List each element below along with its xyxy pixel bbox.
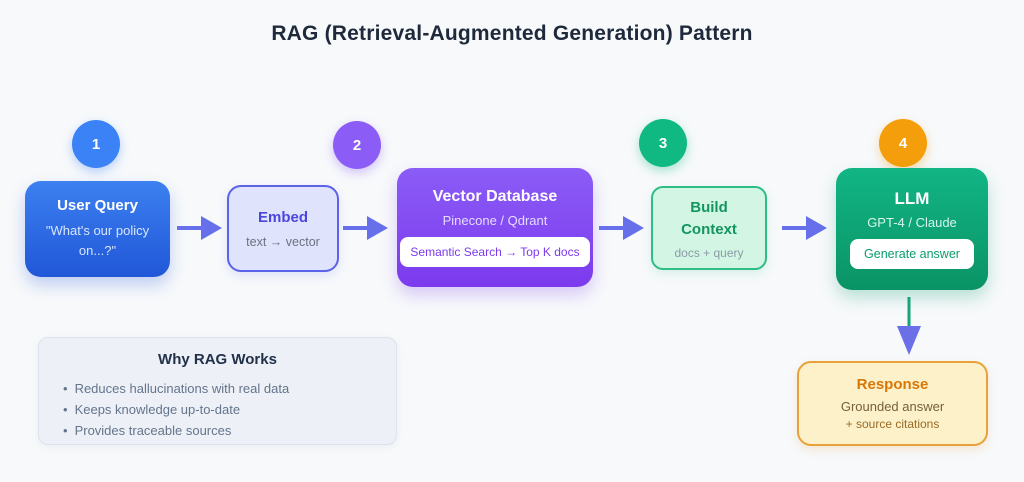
step-badge-1: 1 (72, 120, 120, 168)
generate-answer-badge: Generate answer (850, 239, 974, 269)
response-citations: + source citations (845, 417, 940, 431)
embed-subtitle: text → vector (246, 234, 320, 249)
response-subtitle: Grounded answer (840, 399, 945, 414)
llm-title: LLM (894, 189, 930, 208)
down-arrow (897, 297, 921, 355)
flow-arrow-1 (177, 216, 222, 240)
why-rag-works-title: Why RAG Works (158, 351, 277, 368)
node-embed: Embed text → vector (227, 185, 339, 272)
build-context-title: Build Context (681, 198, 737, 239)
node-user-query: User Query "What's our policy on...?" (25, 181, 170, 277)
why-bullet-1: Reduces hallucinations with real data (63, 379, 396, 400)
node-build-context: Build Context docs + query (651, 186, 767, 270)
node-response: Response Grounded answer + source citati… (797, 361, 988, 446)
node-llm: LLM GPT-4 / Claude Generate answer (836, 168, 988, 290)
why-rag-works-box: Why RAG Works Reduces hallucinations wit… (38, 337, 397, 445)
page-title: RAG (Retrieval-Augmented Generation) Pat… (271, 22, 753, 45)
flow-arrow-2 (343, 216, 388, 240)
step-badge-4: 4 (879, 119, 927, 167)
user-query-title: User Query (57, 196, 138, 214)
step-badge-2: 2 (333, 121, 381, 169)
step-badge-3: 3 (639, 119, 687, 167)
embed-title: Embed (257, 208, 308, 226)
vector-db-title: Vector Database (432, 188, 558, 205)
vector-db-subtitle: Pinecone / Qdrant (442, 213, 548, 228)
response-title: Response (856, 376, 929, 393)
semantic-search-badge: Semantic Search → Top K docs (400, 237, 590, 267)
flow-arrow-4 (782, 216, 827, 240)
node-vector-database: Vector Database Pinecone / Qdrant Semant… (397, 168, 593, 287)
build-context-subtitle: docs + query (674, 245, 744, 260)
flow-arrow-3 (599, 216, 644, 240)
why-bullet-2: Keeps knowledge up-to-date (63, 400, 396, 421)
llm-subtitle: GPT-4 / Claude (867, 215, 957, 230)
why-bullet-3: Provides traceable sources (63, 421, 396, 442)
user-query-subtitle: "What's our policy on...?" (45, 222, 150, 258)
why-rag-works-list: Reduces hallucinations with real data Ke… (39, 379, 396, 441)
